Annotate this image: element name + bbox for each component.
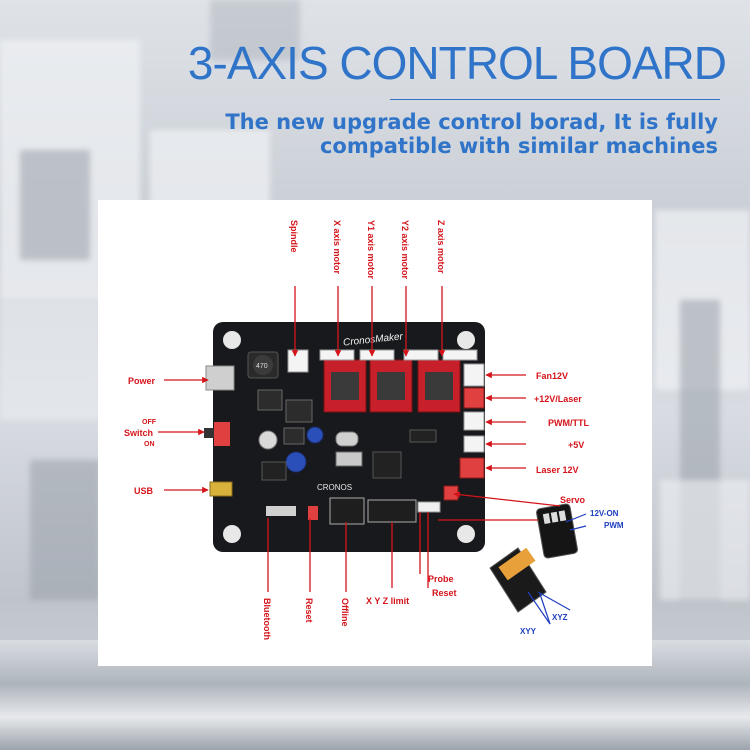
label-xyy: XYY (520, 627, 537, 636)
pcb-board: CronosMaker 470 CRONOS (204, 322, 485, 552)
subtitle-line-2: compatible with similar machines (319, 134, 718, 158)
label-servo-12von: 12V-ON (590, 509, 619, 518)
product-photo-panel: CronosMaker 470 CRONOS (98, 200, 652, 666)
label-probe: Probe (428, 574, 454, 584)
blue-callouts (527, 513, 587, 625)
label-reset-right: Reset (432, 588, 457, 598)
label-laser12v: Laser 12V (536, 465, 579, 475)
callout-lines (158, 286, 561, 592)
label-5v: +5V (568, 440, 584, 450)
label-usb: USB (134, 486, 154, 496)
label-xyz-limit: X Y Z limit (366, 596, 409, 606)
label-servo: Servo (560, 495, 586, 505)
label-spindle: Spindle (289, 220, 299, 253)
label-pwm-ttl: PWM/TTL (548, 418, 589, 428)
label-xyz: XYZ (552, 613, 568, 622)
label-z-motor: Z axis motor (436, 220, 446, 274)
title-divider (390, 99, 720, 100)
label-y1-motor: Y1 axis motor (366, 220, 376, 280)
subtitle-line-1: The new upgrade control borad, It is ful… (225, 110, 718, 134)
label-offline: Offline (340, 598, 350, 627)
label-y2-motor: Y2 axis motor (400, 220, 410, 280)
label-servo-pwm: PWM (604, 521, 624, 530)
chip-brand: CRONOS (317, 483, 352, 492)
label-x-motor: X axis motor (332, 220, 342, 275)
limit-connector-inset (489, 547, 547, 613)
label-bluetooth: Bluetooth (262, 598, 272, 640)
label-reset-bottom: Reset (304, 598, 314, 623)
servo-connector-inset (536, 503, 578, 559)
label-power: Power (128, 376, 156, 386)
label-switch-on: ON (144, 441, 155, 448)
label-fan12v: Fan12V (536, 371, 568, 381)
page-title: 3-AXIS CONTROL BOARD (187, 37, 727, 89)
label-12v-laser: +12V/Laser (534, 394, 582, 404)
inductor-marking: 470 (256, 363, 268, 370)
board-diagram: CronosMaker 470 CRONOS (124, 220, 624, 640)
label-switch-off: OFF (142, 419, 157, 426)
label-switch: Switch (124, 428, 153, 438)
